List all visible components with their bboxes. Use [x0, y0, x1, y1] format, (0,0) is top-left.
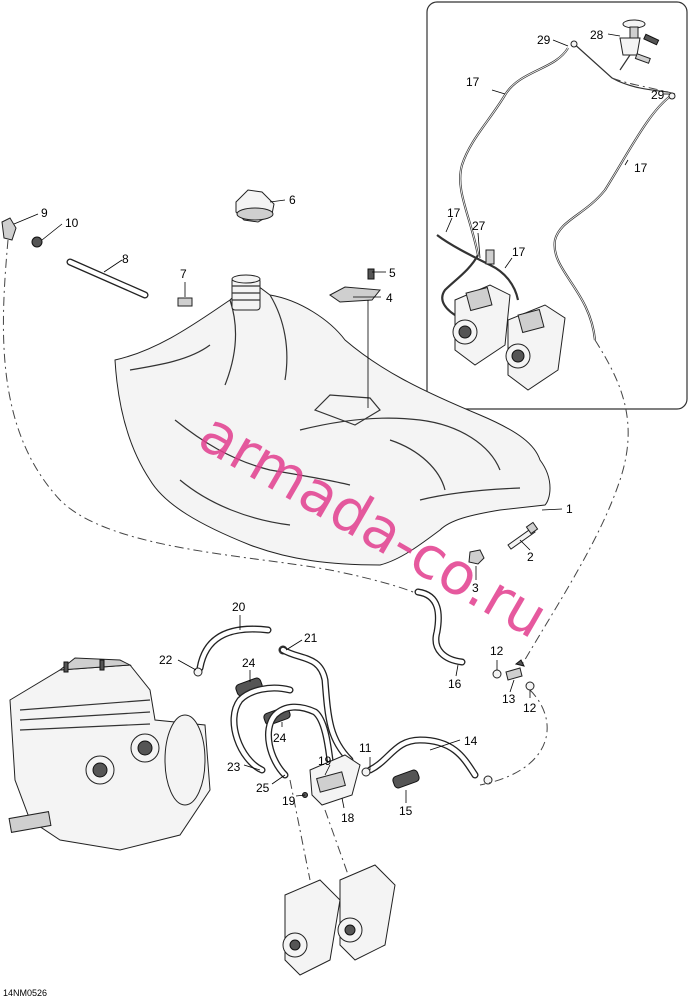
callout-7: 7	[180, 267, 187, 281]
callout-16: 16	[448, 677, 462, 691]
inset-cables	[436, 41, 676, 341]
cable-route	[519, 339, 629, 669]
callout-13: 13	[502, 692, 516, 706]
callout-17c: 17	[447, 206, 461, 220]
vent-fittings	[1, 217, 193, 307]
callout-15: 15	[399, 804, 413, 818]
callout-8: 8	[122, 252, 129, 266]
callout-11: 11	[359, 741, 372, 755]
inset-carburetors	[452, 249, 566, 391]
callout-4: 4	[386, 291, 393, 305]
callout-2: 2	[527, 550, 534, 564]
engine	[8, 657, 211, 851]
callout-labels: 1 2 3 4 5 6 7 8 9 10 11 12 12 13 14 15 1…	[41, 28, 665, 825]
callout-23: 23	[227, 760, 241, 774]
lower-carburetors	[282, 779, 396, 976]
callout-17a: 17	[466, 75, 480, 89]
vent-line	[2, 239, 421, 596]
callout-18: 18	[341, 811, 355, 825]
callout-20: 20	[232, 600, 246, 614]
callout-1: 1	[566, 502, 573, 516]
callout-10: 10	[65, 216, 79, 230]
diagram-code: 14NM0526	[3, 988, 47, 998]
tee-fitting	[492, 659, 535, 691]
fuel-pump	[302, 754, 361, 806]
callout-6: 6	[289, 193, 296, 207]
callout-27: 27	[472, 219, 486, 233]
callout-9: 9	[41, 206, 48, 220]
leader-lines	[13, 33, 670, 809]
fuel-tank	[114, 274, 551, 566]
sender-plate	[329, 268, 381, 303]
callout-28: 28	[590, 28, 604, 42]
primer-assembly	[570, 19, 676, 100]
bolt-nut	[468, 521, 539, 565]
callout-5: 5	[389, 266, 396, 280]
callout-24b: 24	[273, 731, 287, 745]
callout-24a: 24	[242, 656, 256, 670]
callout-3: 3	[472, 581, 479, 595]
callout-12a: 12	[490, 644, 504, 658]
callout-19a: 19	[318, 754, 332, 768]
callout-14: 14	[464, 734, 478, 748]
callout-12b: 12	[523, 701, 537, 715]
callout-25: 25	[256, 781, 270, 795]
hose-20	[196, 625, 272, 672]
callout-22: 22	[159, 653, 173, 667]
callout-29b: 29	[651, 88, 665, 102]
callout-17d: 17	[512, 245, 526, 259]
callout-21: 21	[304, 631, 318, 645]
callout-19b: 19	[282, 794, 296, 808]
callout-17b: 17	[634, 161, 648, 175]
callout-29a: 29	[537, 33, 551, 47]
inset-frame	[426, 1, 688, 410]
tank-cap	[235, 189, 275, 223]
